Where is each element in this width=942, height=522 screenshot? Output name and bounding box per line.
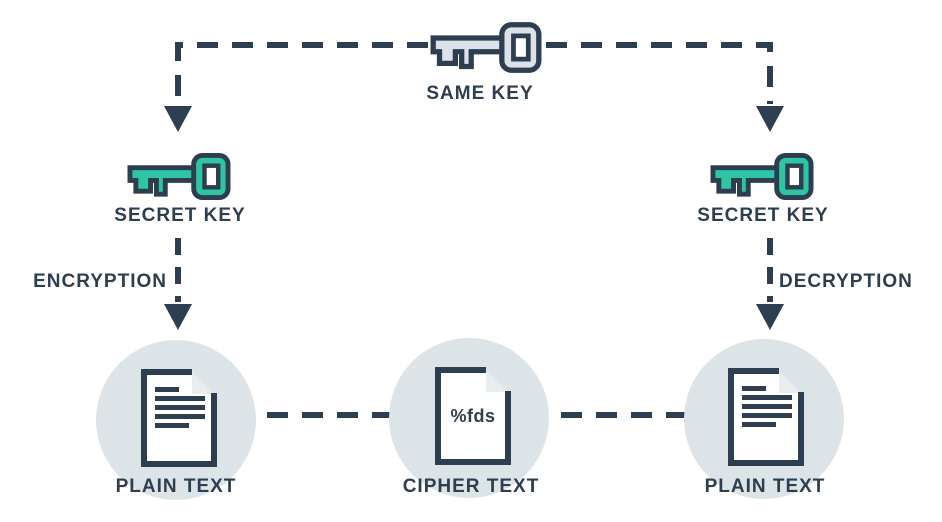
- encryption-label: ENCRYPTION: [33, 271, 167, 292]
- plain-text-left-label: PLAIN TEXT: [115, 476, 237, 497]
- key-icon: [127, 151, 231, 202]
- document-icon: [727, 367, 805, 467]
- arrowhead-down-right: [756, 106, 784, 132]
- arrowhead-decryption: [756, 304, 784, 330]
- arrowhead-encryption: [164, 304, 192, 330]
- arrowhead-down-left: [164, 106, 192, 132]
- same-key-label: SAME KEY: [426, 83, 534, 104]
- plain-text-right-label: PLAIN TEXT: [704, 476, 826, 497]
- connector-same-key-to-right: [546, 42, 773, 104]
- document-icon: [140, 368, 218, 468]
- decryption-label: DECRYPTION: [779, 271, 913, 292]
- connector-same-key-to-left: [175, 42, 428, 104]
- key-icon: [710, 151, 814, 202]
- cipher-text-content: %fds: [450, 405, 496, 426]
- cipher-text-label: CIPHER TEXT: [402, 476, 540, 497]
- secret-key-right-label: SECRET KEY: [697, 205, 829, 226]
- secret-key-left-label: SECRET KEY: [114, 205, 246, 226]
- key-icon: [430, 20, 542, 75]
